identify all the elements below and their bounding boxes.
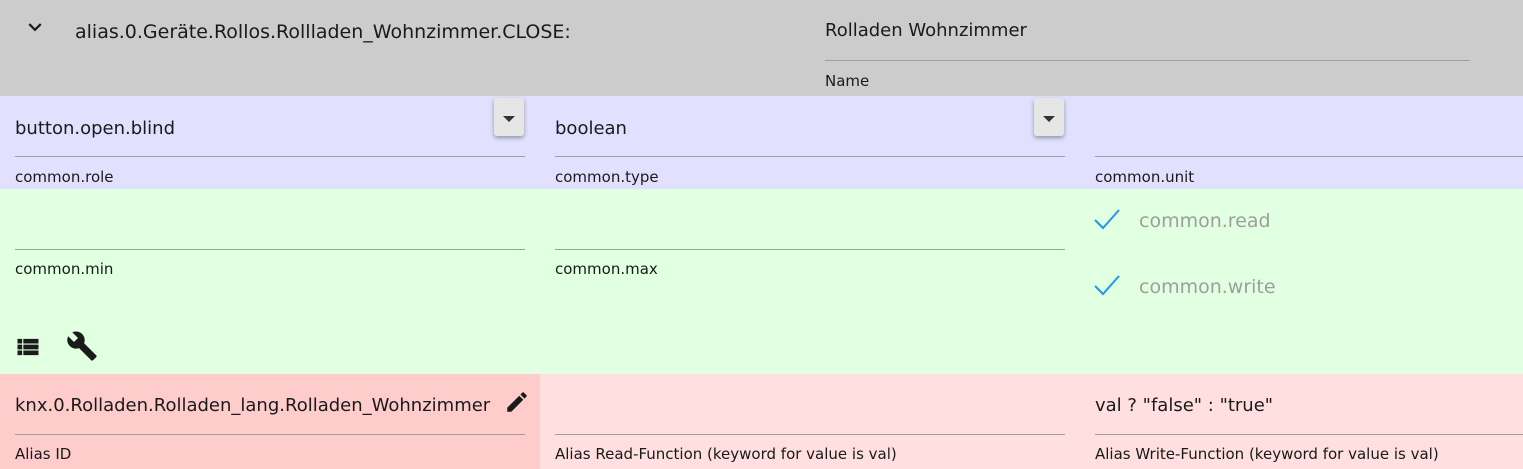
alias-id-cell xyxy=(0,374,540,469)
alias-id-label: Alias ID xyxy=(15,445,72,463)
alias-read-function-underline xyxy=(555,434,1065,435)
common-min-label: common.min xyxy=(15,260,114,278)
alias-id-underline xyxy=(15,434,525,435)
min-underline xyxy=(15,249,525,250)
common-row-role-type-unit: button.open.blind common.role boolean co… xyxy=(0,96,1523,189)
common-write-label: common.write xyxy=(1139,276,1276,298)
common-read-checkbox[interactable]: common.read xyxy=(1093,207,1271,235)
alias-row: knx.0.Rolladen.Rolladen_lang.Rolladen_Wo… xyxy=(0,374,1523,469)
common-row-min-max-flags: common.min common.max common.read common… xyxy=(0,189,1523,374)
caret-down-icon xyxy=(1042,108,1056,127)
caret-down-icon xyxy=(502,108,516,127)
alias-write-function-underline xyxy=(1095,434,1523,435)
alias-read-function-label: Alias Read-Function (keyword for value i… xyxy=(555,445,897,463)
alias-id-value[interactable]: knx.0.Rolladen.Rolladen_lang.Rolladen_Wo… xyxy=(15,395,491,416)
common-read-label: common.read xyxy=(1139,210,1271,232)
name-field-value[interactable]: Rolladen Wohnzimmer xyxy=(825,20,1027,41)
type-underline xyxy=(555,156,1065,157)
chevron-down-icon[interactable] xyxy=(22,14,48,40)
common-role-label: common.role xyxy=(15,168,114,186)
type-dropdown-button[interactable] xyxy=(1034,98,1064,136)
check-icon xyxy=(1093,207,1121,235)
common-type-select[interactable]: boolean xyxy=(555,118,627,139)
common-write-checkbox[interactable]: common.write xyxy=(1093,273,1276,301)
alias-write-function-input[interactable]: val ? "false" : "true" xyxy=(1095,395,1274,416)
name-field-underline xyxy=(825,60,1470,61)
common-role-select[interactable]: button.open.blind xyxy=(15,118,175,139)
alias-write-function-label: Alias Write-Function (keyword for value … xyxy=(1095,445,1439,463)
check-icon xyxy=(1093,273,1121,301)
common-unit-label: common.unit xyxy=(1095,168,1195,186)
common-max-label: common.max xyxy=(555,260,658,278)
common-type-label: common.type xyxy=(555,168,659,186)
unit-underline xyxy=(1095,156,1523,157)
list-icon[interactable] xyxy=(14,333,42,361)
object-id-title: alias.0.Geräte.Rollos.Rollladen_Wohnzimm… xyxy=(75,21,571,43)
max-underline xyxy=(555,249,1065,250)
object-header: alias.0.Geräte.Rollos.Rollladen_Wohnzimm… xyxy=(0,0,1523,96)
role-dropdown-button[interactable] xyxy=(494,98,524,136)
name-field-label: Name xyxy=(825,72,870,90)
role-underline xyxy=(15,156,525,157)
pencil-icon[interactable] xyxy=(504,389,530,415)
wrench-icon[interactable] xyxy=(66,330,98,362)
